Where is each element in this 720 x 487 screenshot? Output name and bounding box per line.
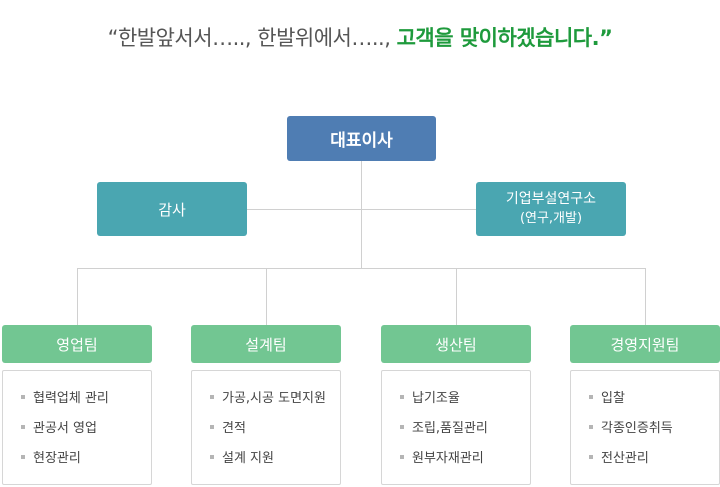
team-management-box: 경영지원팀 [570,325,720,363]
ceo-label: 대표이사 [330,131,393,151]
audit-label: 감사 [158,200,186,219]
duty-item: 가공,시공 도면지원 [210,384,340,414]
slogan: “한발앞서서….., 한발위에서….., 고객을 맞이하겠습니다.” [0,22,720,52]
team-design-duties: 가공,시공 도면지원 견적 설계 지원 [191,370,341,485]
duty-item: 현장관리 [21,444,151,474]
team-label: 영업팀 [56,335,98,354]
duty-item: 전산관리 [589,444,719,474]
team-label: 생산팀 [435,335,477,354]
duty-item: 조립,품질관리 [400,414,530,444]
slogan-quote-close: ” [599,26,613,50]
audit-box: 감사 [97,182,247,236]
team-design-box: 설계팀 [191,325,341,363]
slogan-text: “한발앞서서….., 한발위에서….., [107,26,397,50]
slogan-highlight: 고객을 맞이하겠습니다. [396,26,600,50]
research-lab-sub: (연구,개발) [519,211,583,226]
team-management-duties: 입찰 각종인증취득 전산관리 [570,370,720,485]
duty-item: 입찰 [589,384,719,414]
duty-item: 납기조율 [400,384,530,414]
team-production-box: 생산팀 [381,325,531,363]
team-sales-duties: 협력업체 관리 관공서 영업 현장관리 [2,370,152,485]
duty-item: 원부자재관리 [400,444,530,474]
duty-item: 협력업체 관리 [21,384,151,414]
team-label: 경영지원팀 [610,335,680,354]
team-production-duties: 납기조율 조립,품질관리 원부자재관리 [381,370,531,485]
ceo-box: 대표이사 [287,116,436,161]
duty-item: 관공서 영업 [21,414,151,444]
research-lab-label: 기업부설연구소 [505,191,597,207]
duty-item: 견적 [210,414,340,444]
team-label: 설계팀 [245,335,287,354]
research-lab-box: 기업부설연구소 (연구,개발) [476,182,626,236]
duty-item: 설계 지원 [210,444,340,474]
team-sales-box: 영업팀 [2,325,152,363]
duty-item: 각종인증취득 [589,414,719,444]
